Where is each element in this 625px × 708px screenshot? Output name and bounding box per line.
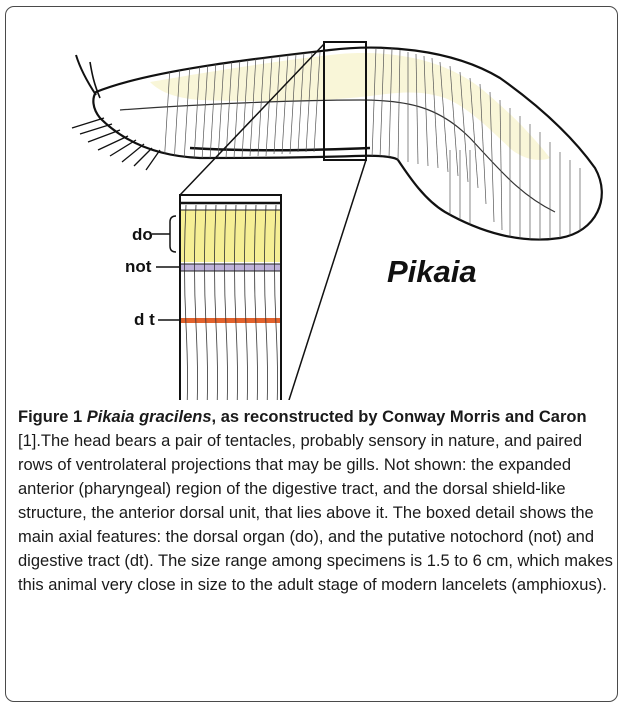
- label-dt: d t: [134, 310, 155, 329]
- pikaia-body: [72, 48, 602, 298]
- notochord-fill: [181, 264, 280, 271]
- label-not: not: [125, 257, 152, 276]
- caption-bold-rest: , as reconstructed by Conway Morris and …: [212, 408, 587, 426]
- axial-detail-box: [180, 195, 281, 400]
- caption-label: Figure 1: [18, 408, 82, 426]
- figure-caption: Figure 1 Pikaia gracilens, as reconstruc…: [18, 405, 618, 597]
- caption-species: Pikaia gracilens: [87, 408, 212, 426]
- figure-illustration: do not d t Pikaia: [0, 0, 625, 400]
- label-do: do: [132, 225, 153, 244]
- caption-body: [1].The head bears a pair of tentacles, …: [18, 432, 613, 594]
- species-label: Pikaia: [387, 254, 477, 289]
